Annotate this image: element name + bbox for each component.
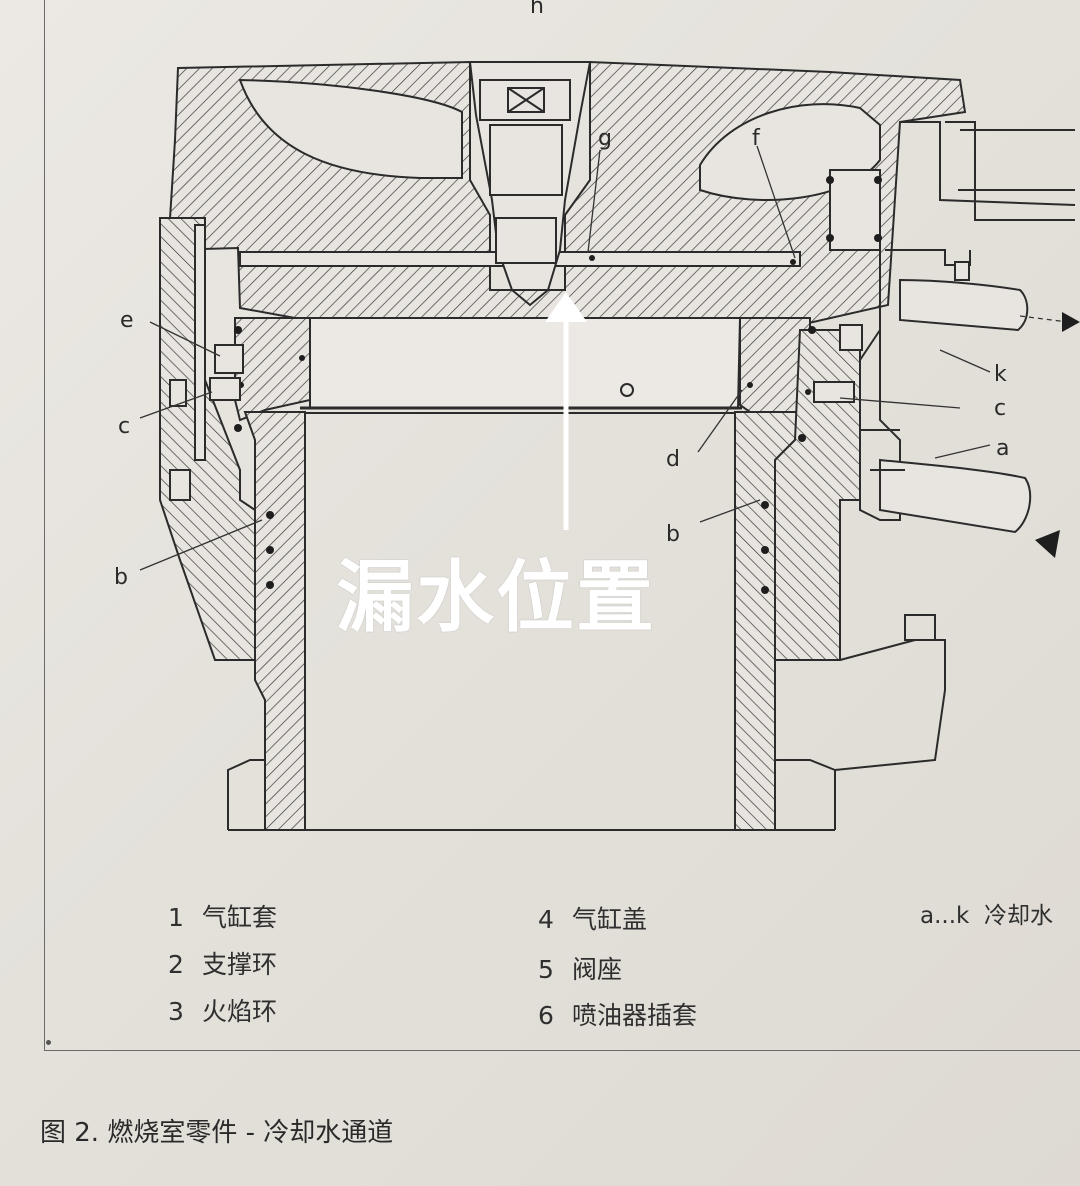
label-c-right: c (994, 396, 1007, 421)
legend-num: 5 (538, 955, 554, 984)
pipe-k (899, 278, 1029, 332)
legend-num: 2 (168, 950, 184, 979)
head-cavity-left (238, 78, 463, 179)
legend-text: 气缸套 (202, 903, 278, 932)
legend-note: a...k 冷却水 (920, 896, 1053, 930)
pipe-a (879, 458, 1032, 534)
legend-num: 1 (168, 903, 184, 932)
legend-item-2: 2 支撑环 (168, 945, 277, 981)
cylinder-liner-left (243, 411, 306, 831)
label-d: d (666, 447, 680, 472)
outflow-arrow-head (1062, 312, 1080, 332)
label-f: f (752, 126, 760, 151)
label-h: h (530, 0, 544, 19)
legend-note-text: 冷却水 (983, 903, 1053, 929)
legend-text: 火焰环 (202, 997, 278, 1026)
label-k: k (994, 362, 1007, 387)
label-a: a (996, 436, 1010, 461)
label-b-right: b (666, 522, 680, 547)
page-frame (44, 0, 1080, 1051)
combustion-chamber (309, 317, 742, 409)
figure-caption: 图 2. 燃烧室零件 - 冷却水通道 (40, 1118, 394, 1148)
legend-item-3: 3 火焰环 (168, 992, 277, 1028)
legend-num: 4 (538, 905, 554, 934)
legend-text: 气缸盖 (572, 905, 648, 934)
legend-text: 阀座 (572, 955, 623, 984)
legend-num: 3 (168, 997, 184, 1026)
inflow-arrow-head (1035, 530, 1060, 558)
left-water-channel (194, 224, 206, 461)
leak-location-label: 漏水位置 (336, 552, 657, 643)
label-b-left: b (114, 565, 128, 590)
leak-arrow-head (545, 292, 587, 322)
legend-item-1: 1 气缸套 (168, 898, 277, 934)
legend-item-4: 4 气缸盖 (538, 900, 647, 936)
legend-item-6: 6 喷油器插套 (538, 996, 697, 1032)
right-water-jacket (829, 169, 881, 251)
legend-note-code: a...k (920, 903, 970, 929)
page-mark (46, 1040, 51, 1045)
legend-text: 喷油器插套 (572, 1001, 698, 1030)
label-c-left: c (118, 414, 131, 439)
legend-item-5: 5 阀座 (538, 950, 622, 986)
legend-num: 6 (538, 1001, 554, 1030)
legend-text: 支撑环 (202, 950, 278, 979)
support-ring-left (234, 317, 311, 422)
label-g: g (598, 126, 612, 151)
label-e: e (120, 308, 134, 333)
